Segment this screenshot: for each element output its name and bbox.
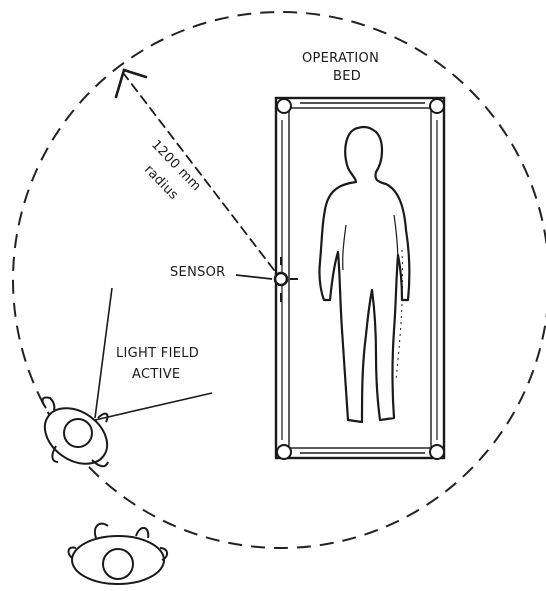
patient-figure <box>319 127 409 422</box>
bed-corner-post <box>430 99 444 113</box>
bed-title-line2: BED <box>333 69 361 84</box>
light-field-label-line2: ACTIVE <box>132 367 180 382</box>
bed-title-line1: OPERATION <box>302 51 379 66</box>
sensor <box>275 257 298 302</box>
light-field-label-line1: LIGHT FIELD <box>116 346 199 361</box>
bed-corner-post <box>277 99 291 113</box>
sensor-label: SENSOR <box>170 265 226 280</box>
staff-figure-outside <box>69 524 168 584</box>
sensor-leader-line <box>236 275 272 279</box>
radius-arrow <box>116 70 274 270</box>
operation-bed <box>276 98 444 459</box>
bed-corner-post <box>277 445 291 459</box>
bed-corner-post <box>430 445 444 459</box>
staff-figure-near-bed <box>34 397 117 475</box>
